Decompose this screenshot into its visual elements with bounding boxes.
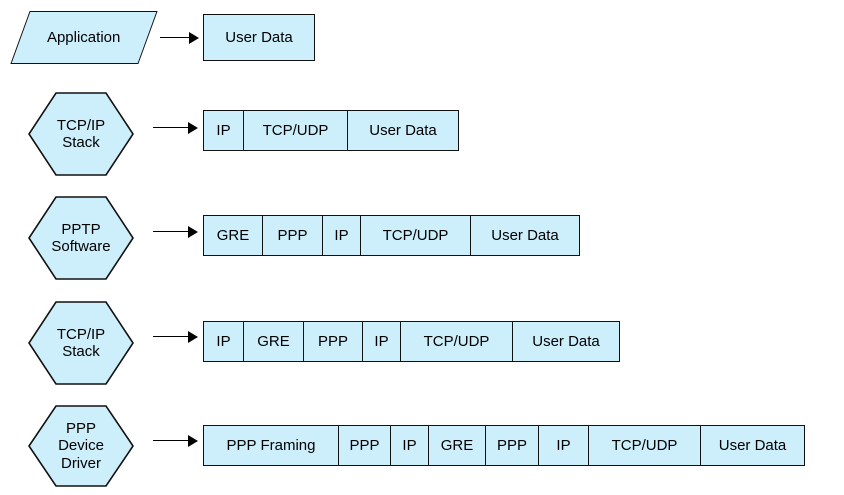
right-arrow-icon: [153, 122, 199, 134]
right-arrow-icon: [153, 435, 199, 447]
packet-row-5: PPP Framing PPP IP GRE PPP IP TCP/UDP Us…: [203, 425, 805, 466]
packet-segment[interactable]: PPP: [339, 426, 391, 465]
hexagon-icon: [28, 196, 134, 280]
packet-segment[interactable]: IP: [539, 426, 589, 465]
packet-segment[interactable]: User Data: [225, 29, 293, 46]
packet-row-1: User Data: [203, 14, 315, 61]
packet-segment[interactable]: User Data: [491, 227, 559, 244]
packet-segment[interactable]: TCP/UDP: [589, 426, 701, 465]
packet-row-3: GRE PPP IP TCP/UDP User Data: [203, 215, 580, 256]
packet-row-4: IP GRE PPP IP TCP/UDP User Data: [203, 321, 620, 362]
hexagon-icon: [28, 301, 134, 385]
stage-shape-tcpip-stack-1[interactable]: TCP/IP Stack: [28, 92, 134, 176]
stage-shape-application[interactable]: Application: [10, 11, 158, 64]
right-arrow-icon: [153, 226, 199, 238]
stage-label: TCP/IP Stack: [56, 325, 106, 360]
packet-segment[interactable]: GRE: [244, 322, 304, 361]
packet-segment[interactable]: IP: [363, 322, 401, 361]
stage-shape-pptp-software[interactable]: PPTP Software: [28, 196, 134, 280]
stage-label: TCP/IP Stack: [56, 116, 106, 151]
packet-segment[interactable]: TCP/UDP: [244, 111, 348, 150]
stage-shape-ppp-device-driver[interactable]: PPP Device Driver: [28, 405, 134, 487]
hexagon-icon: [28, 405, 134, 487]
packet-segment[interactable]: GRE: [204, 216, 263, 255]
packet-segment[interactable]: IP: [391, 426, 429, 465]
stage-label: Application: [47, 28, 121, 46]
packet-segment[interactable]: PPP: [304, 322, 363, 361]
right-arrow-icon: [153, 331, 199, 343]
packet-segment[interactable]: PPP: [263, 216, 323, 255]
packet-segment[interactable]: User Data: [532, 333, 600, 350]
right-arrow-icon: [160, 32, 200, 44]
stage-label: PPTP Software: [51, 220, 111, 255]
packet-segment[interactable]: IP: [204, 111, 244, 150]
packet-segment[interactable]: User Data: [369, 122, 437, 139]
packet-segment[interactable]: PPP Framing: [204, 426, 339, 465]
packet-segment[interactable]: IP: [204, 322, 244, 361]
packet-segment[interactable]: TCP/UDP: [361, 216, 471, 255]
packet-segment[interactable]: User Data: [718, 437, 787, 454]
hexagon-icon: [28, 92, 134, 176]
packet-row-2: IP TCP/UDP User Data: [203, 110, 459, 151]
packet-segment[interactable]: TCP/UDP: [401, 322, 513, 361]
packet-segment[interactable]: IP: [323, 216, 361, 255]
stage-label: PPP Device Driver: [58, 420, 104, 472]
stage-shape-tcpip-stack-2[interactable]: TCP/IP Stack: [28, 301, 134, 385]
packet-segment[interactable]: GRE: [429, 426, 486, 465]
packet-segment[interactable]: PPP: [486, 426, 539, 465]
